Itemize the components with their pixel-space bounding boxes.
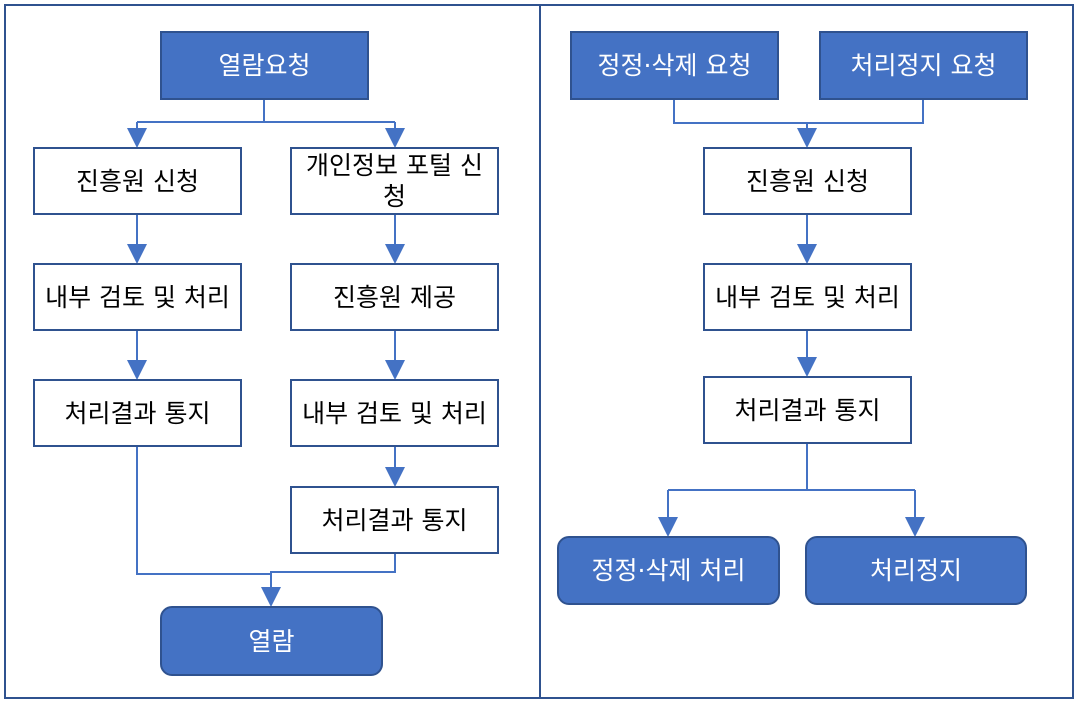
internal-review-node: 내부 검토 및 처리: [33, 263, 242, 331]
suspension-request-node: 처리정지 요청: [819, 31, 1028, 100]
portal-application-node: 개인정보 포털 신청: [290, 147, 499, 215]
correction-request-node: 정정·삭제 요청: [570, 31, 779, 100]
internal-review-node-b: 내부 검토 및 처리: [290, 379, 499, 447]
correction-end-node: 정정·삭제 처리: [557, 536, 780, 605]
agency-application-node: 진흥원 신청: [33, 147, 242, 215]
suspension-end-node: 처리정지: [805, 536, 1027, 605]
result-notice-node-right: 처리결과 통지: [703, 376, 912, 444]
access-request-node: 열람요청: [160, 31, 369, 100]
internal-review-node-right: 내부 검토 및 처리: [703, 263, 912, 331]
result-notice-node: 처리결과 통지: [33, 379, 242, 447]
access-end-node: 열람: [160, 606, 383, 676]
agency-application-node-right: 진흥원 신청: [703, 147, 912, 215]
agency-provision-node: 진흥원 제공: [290, 263, 499, 331]
right-panel-correction: [539, 4, 1074, 699]
result-notice-node-b: 처리결과 통지: [290, 486, 499, 554]
